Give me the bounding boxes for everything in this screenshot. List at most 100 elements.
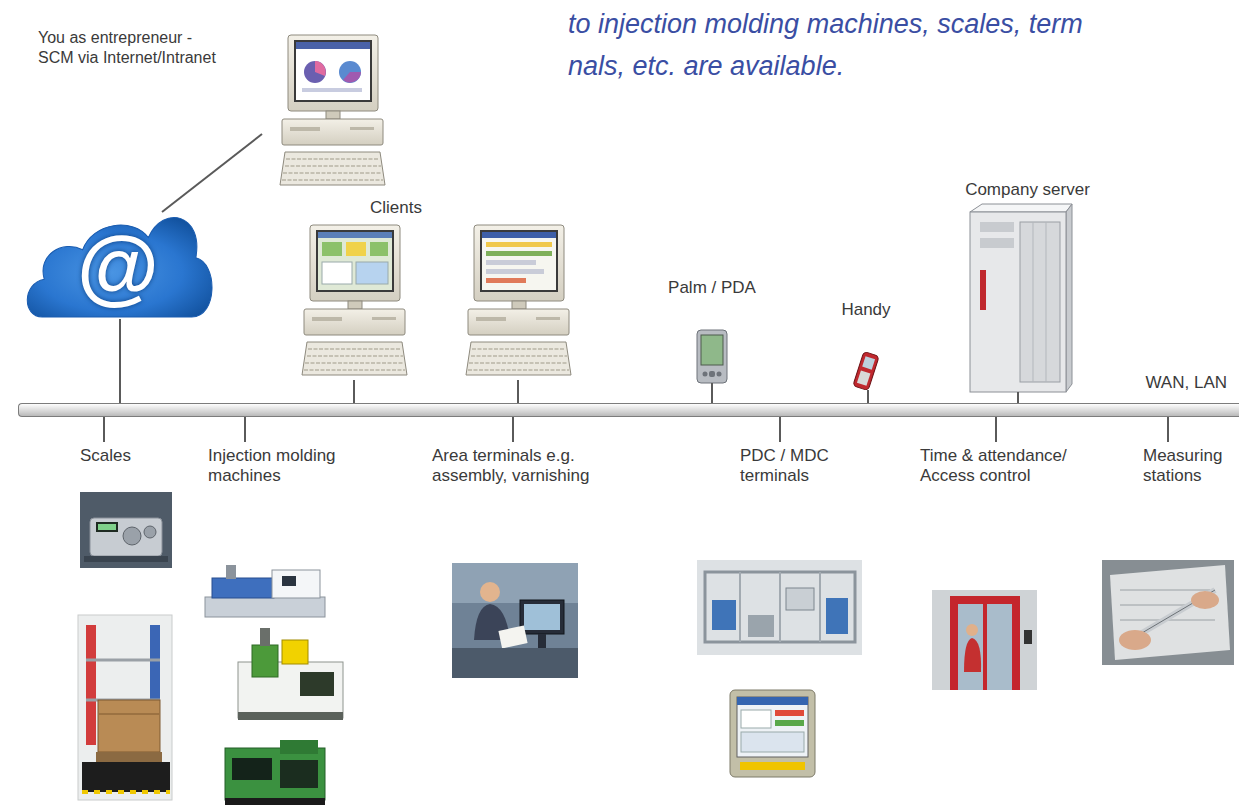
area-terminal-photo <box>452 648 578 678</box>
injection-machine-photo <box>205 565 325 617</box>
machine-photo <box>697 560 862 655</box>
station-label: You as entrepreneur - SCM via Internet/I… <box>38 28 223 68</box>
measuring-photo <box>1102 560 1234 665</box>
machine-photo <box>697 560 862 655</box>
intro-caption: to injection molding machines, scales, t… <box>568 3 1116 87</box>
pda-icon <box>717 372 722 377</box>
pda-icon <box>701 335 723 365</box>
computer-screen <box>486 278 526 283</box>
server-icon <box>980 238 1014 248</box>
network-line <box>162 134 262 212</box>
measuring-station: Measuring stations <box>1140 442 1237 667</box>
bus-label: WAN, LAN <box>1145 373 1227 393</box>
computer-screen <box>322 262 352 284</box>
network-line <box>244 417 246 442</box>
computer-icon <box>466 225 571 375</box>
injection-machine-photo <box>252 645 278 677</box>
computer-screen <box>322 242 342 256</box>
touch-panel-photo <box>741 710 771 728</box>
server-icon <box>1066 204 1072 392</box>
access-door-photo <box>958 604 1012 690</box>
group-label: Clients <box>370 198 422 218</box>
device-label: Time & attendance/ Access control <box>920 446 1085 486</box>
access-door-photo <box>964 638 981 672</box>
area-terminal-photo <box>452 563 578 603</box>
injection-machine-photo <box>205 597 325 617</box>
pdc-mdc-station: PDC / MDC terminals <box>692 442 872 780</box>
device-label: Area terminals e.g. assembly, varnishing <box>432 446 632 486</box>
scale-photo <box>144 526 156 538</box>
scale-photo <box>80 492 172 568</box>
device-label: Measuring stations <box>1143 446 1235 486</box>
area-terminal-photo <box>480 582 500 602</box>
area-terminal-photo <box>452 563 578 678</box>
scales-station: Scales <box>78 442 178 804</box>
injection-machine-photo <box>225 740 325 805</box>
phone-icon <box>853 351 879 390</box>
computer-screen <box>339 61 361 83</box>
computer-screen <box>296 42 370 49</box>
scale-photo <box>98 524 116 530</box>
network-line <box>1017 392 1019 403</box>
area-terminal-photo <box>538 634 546 648</box>
server-icon <box>970 212 1066 392</box>
touch-panel-photo <box>737 697 808 757</box>
pallet-scale-photo <box>86 625 96 745</box>
injection-machine-photo <box>232 758 272 780</box>
device-label: Injection molding machines <box>208 446 358 486</box>
server-icon <box>970 204 1072 392</box>
pallet-scale-photo <box>96 752 162 762</box>
computer-screen <box>370 242 388 256</box>
pallet-scale-photo <box>82 790 170 794</box>
computer-screen <box>302 88 362 92</box>
area-terminal-photo <box>452 563 578 678</box>
touch-panel-photo <box>741 732 804 752</box>
scale-photo <box>90 518 162 556</box>
company-server: Company server <box>940 180 1117 392</box>
computer-screen <box>486 260 536 265</box>
access-door-photo <box>932 590 1037 690</box>
machine-photo <box>826 598 848 634</box>
touch-panel-photo <box>730 690 815 777</box>
touch-panel-photo <box>740 762 805 770</box>
computer-screen <box>296 42 370 100</box>
measuring-photo <box>1102 560 1234 665</box>
computer-icon <box>280 35 385 185</box>
injection-machine-photo <box>280 740 318 754</box>
pallet-scale-photo <box>82 762 170 792</box>
pda-icon <box>703 372 708 377</box>
network-line <box>119 319 121 403</box>
device-label: PDC / MDC terminals <box>740 446 850 486</box>
injection-machine-photo <box>225 748 325 800</box>
machine-photo <box>748 615 774 637</box>
pallet-scale-photo <box>98 713 160 715</box>
device-label: Company server <box>940 180 1115 200</box>
area-terminal-station: Area terminals e.g. assembly, varnishing <box>430 442 645 682</box>
measuring-photo <box>1119 630 1151 650</box>
server-icon <box>980 222 1014 232</box>
network-line <box>354 380 518 403</box>
area-terminal-photo <box>520 600 564 634</box>
injection-machine-photo <box>238 628 343 720</box>
touch-panel-photo <box>775 720 804 726</box>
machine-photo <box>705 572 855 642</box>
area-terminal-photo <box>524 604 560 630</box>
network-line <box>1167 417 1169 442</box>
access-door-photo <box>1024 630 1032 644</box>
pallet-scale-photo <box>78 615 172 800</box>
computer-screen <box>304 61 326 83</box>
touch-panel-photo <box>775 710 804 716</box>
server-icon <box>970 204 1072 212</box>
injection-machine-photo <box>260 628 270 646</box>
access-door-photo <box>966 624 978 636</box>
access-control-station: Time & attendance/ Access control <box>918 442 1088 692</box>
injection-machine-photo <box>212 578 274 598</box>
touch-panel-photo <box>737 697 808 705</box>
pda-icon <box>709 371 715 377</box>
pda-icon <box>697 330 727 383</box>
network-line <box>711 383 713 403</box>
phone-icon <box>862 356 875 370</box>
computer-screen <box>315 61 326 76</box>
computer-screen <box>356 262 388 284</box>
